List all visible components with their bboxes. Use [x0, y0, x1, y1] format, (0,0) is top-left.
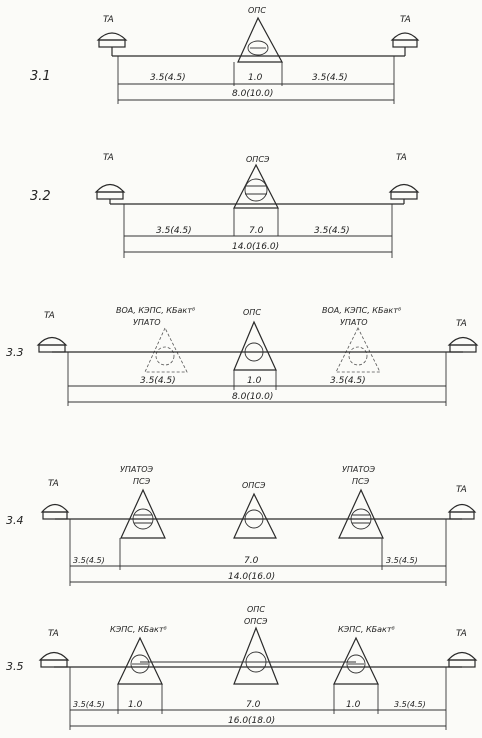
diagram-3-3: 3.3 TA TA ВОА, КЭПС, КБакт⁸ УПАТО ОПС ВО… — [6, 306, 479, 406]
left-triangle-sign-icon — [120, 488, 166, 539]
left-side-label: КЭПС, КБакт⁸ — [110, 625, 168, 634]
center-label: ОПСЭ — [246, 155, 270, 164]
diagram-3-1: 3.1 TA TA ОПС 3.5(4.5) 1.0 3. — [30, 6, 420, 104]
right-side-label-2: ПСЭ — [352, 477, 370, 486]
left-triangle-sign-icon — [117, 636, 163, 685]
diagram-number: 3.1 — [30, 69, 51, 84]
right-label: TA — [456, 319, 467, 329]
center-triangle-sign-icon — [233, 320, 277, 371]
left-label: TA — [103, 15, 114, 25]
right-label: TA — [396, 153, 407, 163]
center-triangle-sign-icon — [233, 626, 279, 685]
dim-left: 3.5(4.5) — [73, 700, 105, 709]
right-signal-lamp-icon — [447, 336, 479, 353]
dim-total: 16.0(18.0) — [228, 716, 275, 726]
diagram-number: 3.2 — [30, 189, 51, 204]
dim-right: 3.5(4.5) — [312, 73, 348, 83]
center-triangle-sign-icon — [233, 492, 277, 539]
dim-total: 14.0(16.0) — [228, 572, 275, 582]
right-dashed-triangle-sign-icon — [335, 327, 381, 373]
dim-right: 3.5(4.5) — [386, 556, 418, 565]
left-signal-lamp-icon — [36, 336, 68, 353]
diagram-number: 3.5 — [6, 660, 24, 673]
dim-left: 3.5(4.5) — [73, 556, 105, 565]
dim-left: 3.5(4.5) — [156, 226, 192, 236]
dim-center: 7.0 — [244, 556, 259, 566]
left-side-label-2: УПАТО — [133, 318, 161, 327]
left-dashed-triangle-sign-icon — [144, 327, 188, 373]
left-signal-lamp-icon — [40, 503, 70, 520]
dim-side-left: 1.0 — [128, 700, 143, 710]
center-triangle-sign-icon — [237, 16, 284, 63]
left-label: TA — [44, 311, 55, 321]
right-signal-lamp-icon — [388, 183, 420, 204]
right-side-label: КЭПС, КБакт⁸ — [338, 625, 396, 634]
center-label-2: ОПСЭ — [244, 617, 268, 626]
left-label: TA — [48, 629, 59, 639]
dim-center: 7.0 — [246, 700, 261, 710]
right-signal-lamp-icon — [446, 651, 478, 668]
right-side-label: УПАТОЭ — [342, 465, 376, 474]
left-signal-lamp-icon — [38, 651, 70, 668]
diagram-3-5: 3.5 TA TA КЭПС, КБакт⁸ ОПС ОПСЭ КЭПС, КБ… — [6, 605, 478, 730]
center-label: ОПС — [243, 308, 261, 317]
dim-center: 7.0 — [249, 226, 264, 236]
right-signal-lamp-icon — [390, 32, 420, 56]
left-side-label: ВОА, КЭПС, КБакт⁸ — [116, 306, 196, 315]
dim-right: 3.5(4.5) — [314, 226, 350, 236]
dim-center: 1.0 — [248, 73, 263, 83]
right-label: TA — [456, 629, 467, 639]
diagram-number: 3.3 — [6, 346, 24, 359]
center-triangle-sign-icon — [233, 163, 279, 237]
right-signal-lamp-icon — [447, 503, 477, 520]
center-label: ОПС — [248, 6, 266, 15]
dim-left: 3.5(4.5) — [140, 376, 176, 386]
dim-side-right: 1.0 — [346, 700, 361, 710]
right-label: TA — [400, 15, 411, 25]
right-side-label: ВОА, КЭПС, КБакт⁸ — [322, 306, 402, 315]
right-side-label-2: УПАТО — [340, 318, 368, 327]
dim-total: 14.0(16.0) — [232, 242, 279, 252]
left-signal-lamp-icon — [96, 32, 128, 56]
right-triangle-sign-icon — [338, 488, 384, 539]
center-label: ОПСЭ — [242, 481, 266, 490]
left-label: TA — [48, 479, 59, 489]
diagram-3-2: 3.2 TA TA ОПСЭ 3.5(4.5) 7.0 3.5(4.5) — [30, 153, 420, 258]
right-label: TA — [456, 485, 467, 495]
dim-left: 3.5(4.5) — [150, 73, 186, 83]
left-side-label-2: ПСЭ — [133, 477, 151, 486]
dim-right: 3.5(4.5) — [330, 376, 366, 386]
left-signal-lamp-icon — [94, 183, 126, 204]
center-label: ОПС — [247, 605, 265, 614]
left-side-label: УПАТОЭ — [120, 465, 154, 474]
dim-total: 8.0(10.0) — [232, 89, 273, 99]
dim-center: 1.0 — [247, 376, 262, 386]
left-label: TA — [103, 153, 114, 163]
dim-total: 8.0(10.0) — [232, 392, 273, 402]
diagram-3-4: 3.4 TA TA УПАТОЭ ПСЭ ОПСЭ УПАТОЭ ПС — [6, 465, 477, 586]
right-triangle-sign-icon — [333, 636, 379, 685]
dim-right: 3.5(4.5) — [394, 700, 426, 709]
diagram-number: 3.4 — [6, 514, 24, 527]
